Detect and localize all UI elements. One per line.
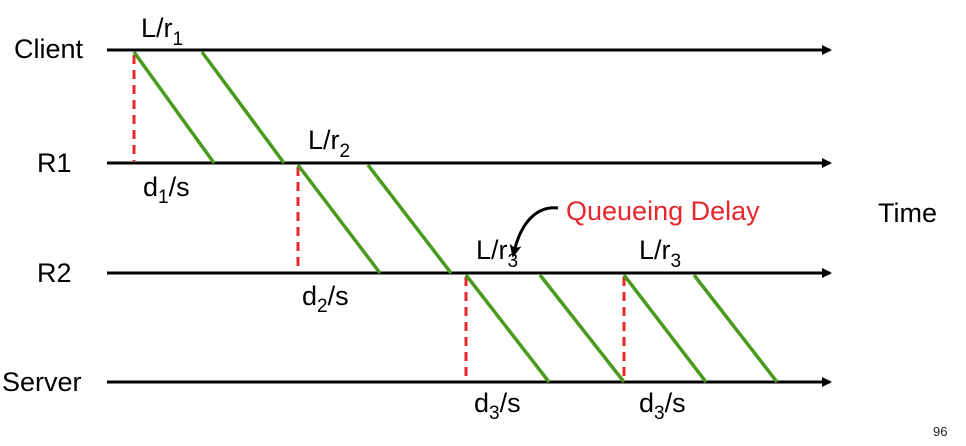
packet-trailing-edge-r1-r2 [366, 163, 453, 275]
server-label: Server [2, 367, 82, 397]
time-label: Time [878, 198, 937, 228]
queueing-delay-callout: Queueing Delay [509, 196, 760, 258]
timelines [107, 45, 832, 387]
page-number: 96 [933, 424, 947, 439]
client-label: Client [14, 34, 84, 64]
packet-leading-edge-client-r1 [132, 50, 216, 165]
transmission-label-client: L/r1 [141, 13, 183, 50]
propagation-label-1: d1/s [143, 172, 190, 208]
packet2-trailing-edge-r2-server [692, 273, 779, 384]
packet-trailing-edge-client-r1 [200, 50, 286, 165]
propagation-label-4: d3/s [639, 388, 686, 424]
r2-label: R2 [37, 258, 72, 288]
propagation-label-3: d3/s [474, 388, 521, 424]
transmission-slopes [132, 50, 779, 384]
packet2-leading-edge-r2-server [622, 273, 708, 384]
transmission-label-r1: L/r2 [308, 125, 350, 162]
propagation-labels: d1/s d2/s d3/s d3/s [143, 172, 686, 424]
packet1-leading-edge-r2-server [464, 273, 551, 384]
transmission-labels: L/r1 L/r2 L/r3 L/r3 [141, 13, 681, 272]
callout-arrow [509, 206, 559, 258]
packet-leading-edge-r1-r2 [296, 163, 382, 275]
r1-label: R1 [37, 148, 72, 178]
timeline-labels: Client R1 R2 Server [2, 34, 84, 397]
transmission-label-r2-2: L/r3 [639, 235, 681, 272]
transmission-label-r2-1: L/r3 [476, 235, 518, 272]
packet1-trailing-edge-r2-server [538, 273, 626, 384]
propagation-delay-markers [132, 55, 626, 380]
callout-text: Queueing Delay [566, 196, 760, 226]
propagation-label-2: d2/s [302, 281, 349, 317]
